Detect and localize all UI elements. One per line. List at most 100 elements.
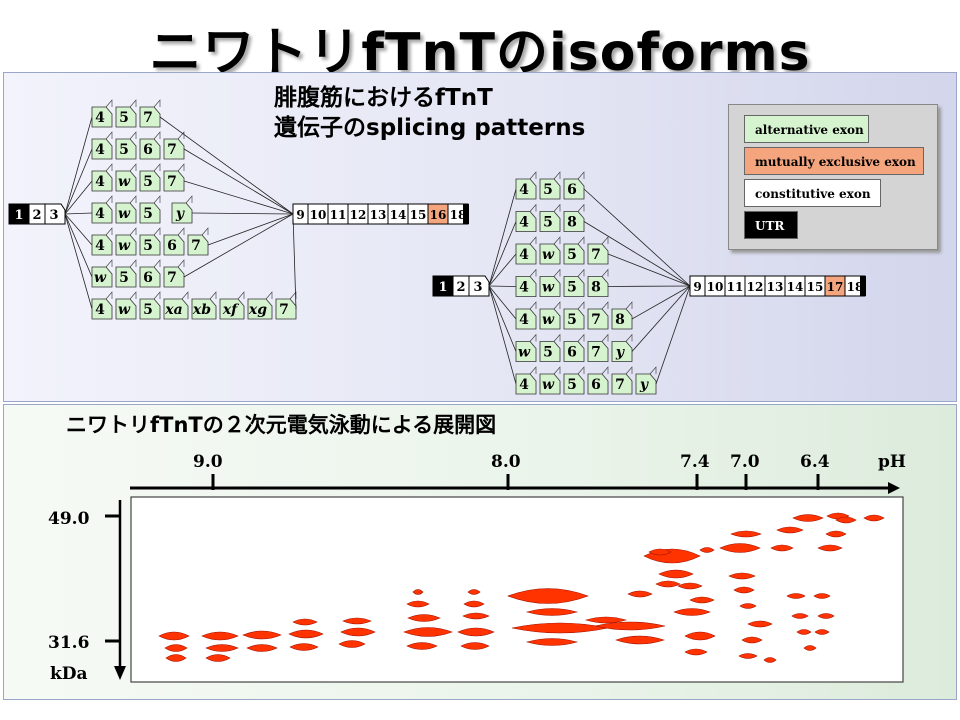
exon-label-10: 10 (310, 208, 327, 222)
alt-exon-4 (515, 308, 537, 330)
protein-spot (763, 657, 777, 663)
exon-hinge (577, 171, 585, 180)
protein-spot (814, 629, 830, 635)
alt-exon-6 (163, 234, 185, 256)
protein-spot (289, 643, 319, 651)
legend-mutually-exclusive-exon: mutually exclusive exon (744, 147, 924, 175)
splicing-subtitle-line2: 遺伝子のsplicing patterns (274, 115, 586, 141)
alt-exon-label-4: 4 (95, 174, 105, 190)
alt-exon-label-w: w (118, 238, 131, 254)
ph-axis-arrowhead (888, 482, 900, 494)
alt-exon-label-4: 4 (519, 215, 529, 231)
exon-label-16: 16 (430, 208, 447, 222)
ph-tick-7-0: 7.0 (730, 452, 760, 472)
exon-hinge (625, 333, 633, 342)
alt-exon-7 (611, 373, 633, 395)
exon-hinge (265, 291, 273, 300)
exon-hinge (577, 366, 585, 375)
exon-hinge (625, 366, 633, 375)
alt-exon-label-xa: xa (164, 302, 182, 318)
alt-exon-label-5: 5 (143, 206, 153, 222)
alt-exon-label-4: 4 (519, 312, 529, 328)
exon-hinge (153, 195, 161, 204)
alt-exon-label-w: w (542, 377, 555, 393)
splicing-subtitle-line1: 腓腹筋におけるfTnT (274, 85, 493, 111)
exon-label-3: 3 (473, 280, 482, 295)
alt-exon-label-7: 7 (167, 270, 177, 286)
exon-hinge (177, 131, 185, 140)
splice-line-in (488, 221, 517, 287)
alt-exon-label-4: 4 (519, 182, 529, 198)
ph-tick-7-4: 7.4 (680, 452, 710, 472)
protein-spot (648, 548, 672, 556)
alt-exon-7 (163, 138, 185, 160)
protein-spot (525, 638, 579, 646)
exon-hinge (105, 195, 113, 204)
exon-hinge (529, 236, 537, 245)
alt-exon-4 (91, 138, 113, 160)
utr-tail (463, 204, 469, 224)
exon-hinge (181, 291, 189, 300)
splice-line-in (488, 285, 517, 287)
alt-exon-7 (187, 234, 209, 256)
ph-axis-label: pH (878, 452, 906, 472)
exon-label-12: 12 (747, 280, 764, 294)
exon-hinge (553, 171, 561, 180)
alt-exon-label-w: w (518, 345, 531, 361)
alt-exon-label-5: 5 (567, 247, 577, 263)
alt-exon-label-8: 8 (567, 215, 577, 231)
exon-hinge (577, 301, 585, 310)
alt-exon-4 (91, 234, 113, 256)
alt-exon-5 (563, 243, 585, 265)
protein-spot (792, 514, 824, 522)
ph-tick-9-0: 9.0 (193, 452, 223, 472)
protein-spot (412, 589, 424, 595)
alt-exon-5 (563, 373, 585, 395)
exon-hinge (577, 268, 585, 277)
splice-line-in (64, 213, 93, 278)
alt-exon-w (539, 243, 561, 265)
exon-hinge (529, 333, 537, 342)
exon-hinge (153, 131, 161, 140)
legend-utr: UTR (744, 211, 798, 239)
alt-exon-label-w: w (542, 280, 555, 296)
exon-label-18: 18 (450, 208, 467, 222)
alt-exon-label-4: 4 (95, 110, 105, 126)
alt-exon-5 (139, 170, 161, 192)
alt-exon-label-5: 5 (143, 302, 153, 318)
alt-exon-4 (515, 276, 537, 297)
splice-line-in (488, 285, 517, 352)
splicing-subtitle: 腓腹筋におけるfTnT 遺伝子のsplicing patterns (274, 83, 585, 143)
alt-exon-label-5: 5 (567, 280, 577, 296)
alt-exon-label-6: 6 (167, 238, 177, 254)
alt-exon-5 (539, 341, 561, 362)
alt-exon-5 (563, 276, 585, 297)
protein-spot (242, 630, 282, 640)
protein-spot (201, 631, 239, 641)
alt-exon-y (171, 202, 193, 224)
protein-spot (342, 617, 372, 625)
protein-spot (288, 629, 324, 639)
alt-exon-5 (539, 211, 561, 232)
protein-spot (835, 516, 857, 524)
alt-exon-label-4: 4 (95, 206, 105, 222)
alt-exon-label-5: 5 (143, 174, 153, 190)
exon-label-11: 11 (330, 208, 347, 222)
protein-spot (770, 544, 794, 552)
mw-tick-31-6: 31.6 (48, 633, 90, 653)
exon-label-1: 1 (438, 280, 447, 295)
splice-line-out (191, 212, 294, 215)
exon-legend: alternative exon mutually exclusive exon… (728, 104, 938, 250)
protein-spot (615, 635, 665, 645)
exon-hinge (177, 163, 185, 172)
exon-hinge (105, 131, 113, 140)
exon-hinge (105, 291, 113, 300)
protein-spot (738, 653, 758, 659)
exon-hinge (529, 366, 537, 375)
splice-line-out (159, 116, 294, 215)
protein-spot (584, 616, 628, 624)
alt-exon-w (539, 276, 561, 297)
protein-spot (817, 613, 835, 619)
mw-unit-label: kDa (50, 664, 88, 684)
